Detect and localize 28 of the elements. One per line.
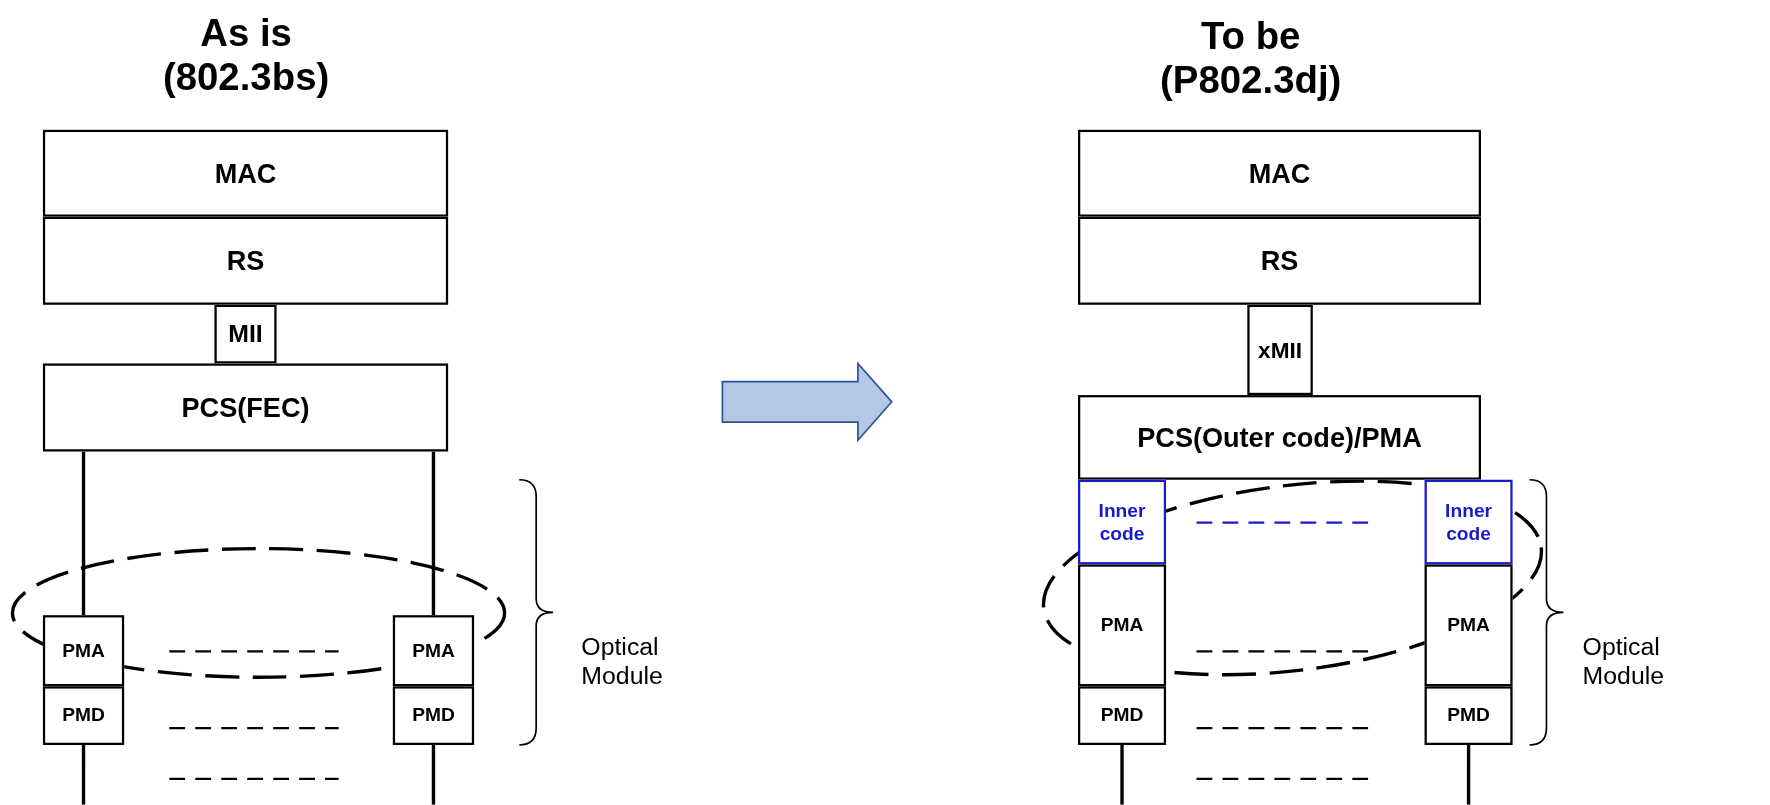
heading: To be (P802.3dj) — [1159, 13, 1343, 102]
layer-box: Inner code — [1078, 479, 1167, 565]
layer-box: PMA — [1078, 564, 1167, 687]
layer-box: PMA — [392, 615, 475, 687]
layer-box: PCS(FEC) — [42, 363, 449, 452]
layer-box: RS — [1078, 216, 1481, 305]
layer-box: PMA — [1424, 564, 1513, 687]
layer-box: PMA — [42, 615, 125, 687]
layer-box: Inner code — [1424, 479, 1513, 565]
layer-box: PMD — [1078, 686, 1167, 745]
layer-box: xMII — [1247, 304, 1313, 396]
layer-box: PMD — [42, 686, 125, 745]
bracket-label: Optical Module — [581, 632, 664, 691]
heading: As is (802.3bs) — [161, 11, 331, 100]
connector-line — [81, 745, 86, 805]
connector-line — [81, 451, 86, 616]
connector-line — [1466, 745, 1471, 805]
layer-box: MAC — [1078, 129, 1481, 217]
connector-line — [431, 745, 436, 805]
connector-line — [431, 451, 436, 616]
layer-box: MII — [214, 304, 277, 364]
layer-box: PCS(Outer code)/PMA — [1078, 395, 1481, 480]
layer-box: RS — [42, 216, 449, 305]
layer-box: MAC — [42, 129, 449, 217]
layer-box: PMD — [392, 686, 475, 745]
layer-box: PMD — [1424, 686, 1513, 745]
bracket-label: Optical Module — [1582, 632, 1666, 691]
connector-line — [1120, 745, 1124, 805]
